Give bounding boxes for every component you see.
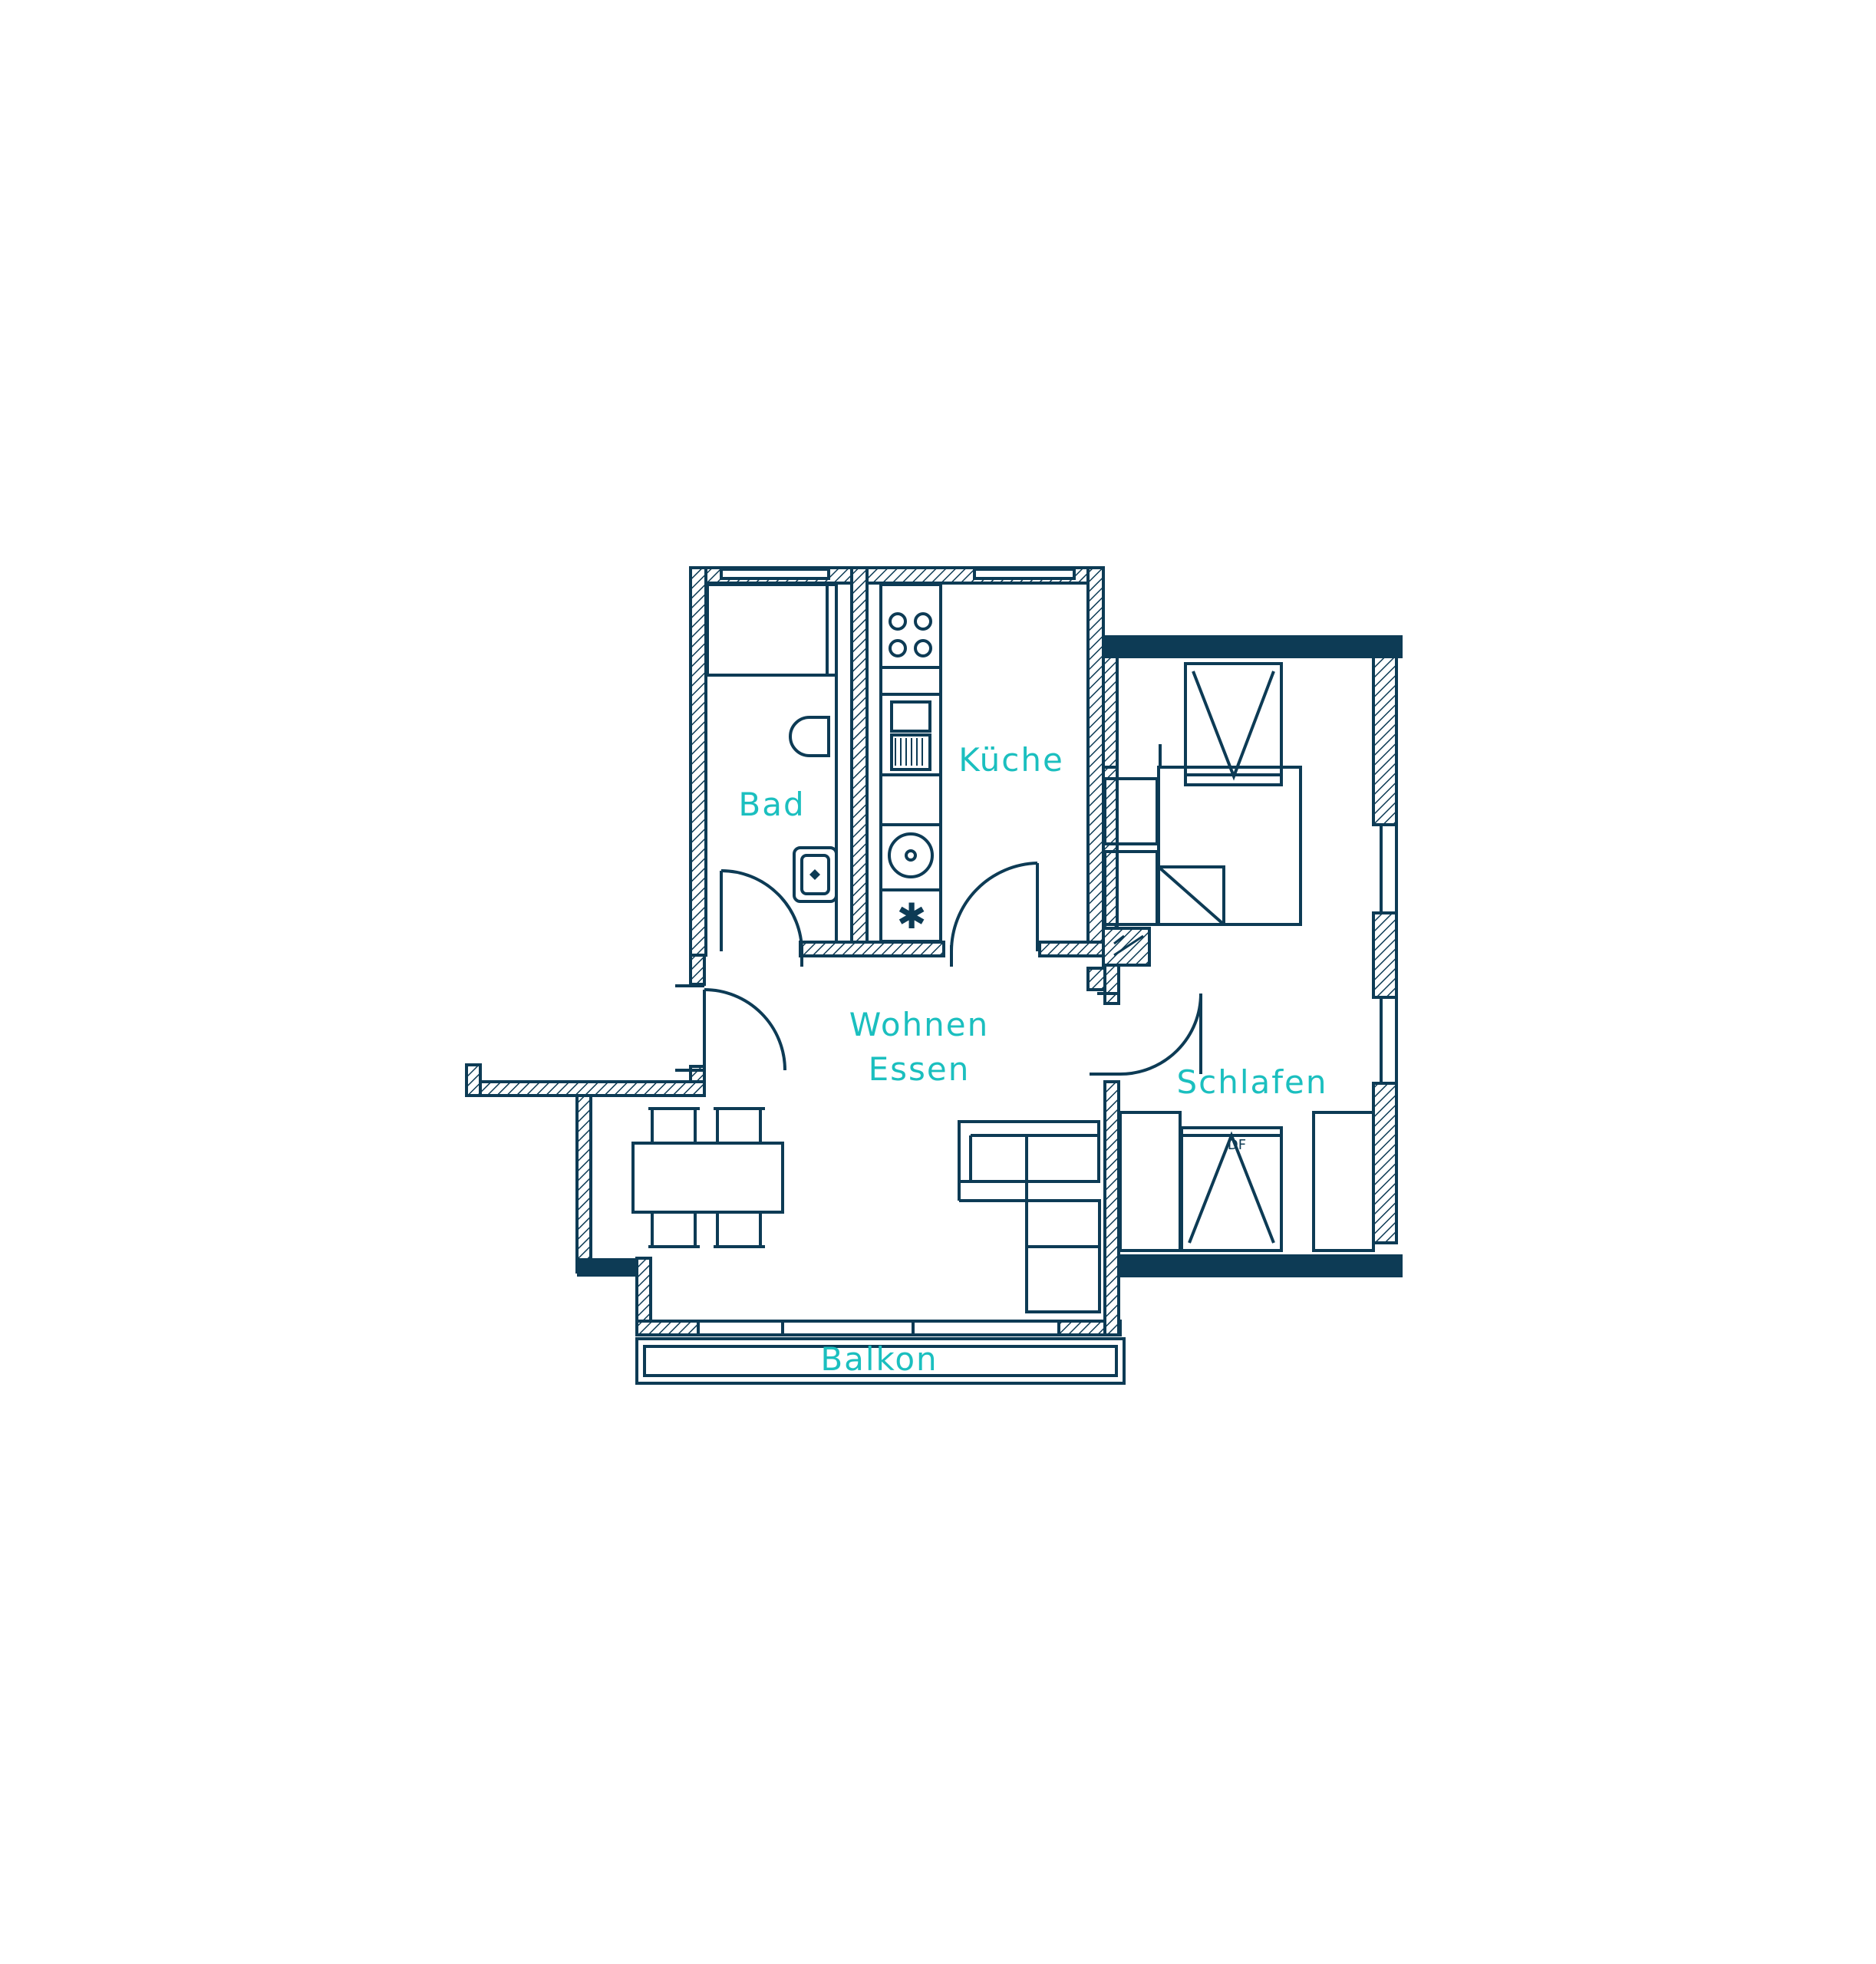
hob-1 (889, 612, 907, 631)
wall-living-step (635, 1257, 652, 1323)
room-labels: Bad Küche Wohnen Essen Schlafen Balkon (738, 741, 1327, 1378)
wall-bad-bottom (799, 941, 945, 957)
sofa-chaise (1025, 1199, 1101, 1313)
label-essen: Essen (869, 1050, 971, 1088)
wall-schlafen-top (1103, 635, 1403, 658)
shower (706, 583, 838, 677)
wall-schlafen-right-3 (1372, 1082, 1398, 1244)
label-kueche: Küche (958, 741, 1064, 779)
bed (1157, 766, 1302, 926)
schlafen-furniture (1103, 662, 1375, 1252)
sink-kueche (890, 700, 931, 733)
door-bad-swing (720, 869, 803, 952)
skylight-top (1184, 662, 1283, 786)
hob-3 (889, 639, 907, 657)
wall-bad-kueche (850, 566, 869, 945)
wall-dining-bottom (577, 1258, 638, 1277)
wall-living-left-upper (689, 954, 706, 986)
wall-schlafen-bottom (1119, 1254, 1403, 1277)
wall-living-right-lower (1103, 1080, 1120, 1336)
washer (888, 832, 934, 878)
sink-bad-tap (809, 869, 820, 880)
walls (465, 566, 1398, 1336)
wall-corridor (465, 1080, 706, 1097)
wardrobe-2 (1312, 1111, 1375, 1252)
door-entry-swing (704, 988, 786, 1071)
nightstand-2 (1103, 850, 1159, 926)
shaft-detail (1113, 934, 1144, 957)
chair-2 (716, 1107, 762, 1145)
door-schlafen-swing (1119, 993, 1202, 1076)
dining-table (631, 1142, 784, 1214)
doors (675, 862, 1202, 1076)
label-wohnen: Wohnen (849, 1006, 989, 1043)
wall-shaft-small (1086, 967, 1106, 991)
hob-2 (914, 612, 932, 631)
label-df: DF (1228, 1137, 1246, 1153)
chair-3 (651, 1211, 697, 1248)
label-bad: Bad (738, 786, 805, 823)
asterisk-icon: ✱ (897, 895, 927, 937)
wall-kueche-bottom-right (1038, 941, 1105, 957)
door-kueche-swing (950, 862, 1038, 952)
wall-dining-left (575, 1094, 592, 1274)
counter (879, 583, 942, 943)
balcony-outer (635, 1337, 1126, 1385)
toilet (788, 716, 830, 757)
wall-kueche-right (1086, 566, 1105, 945)
drain-lines (895, 738, 923, 766)
window-bad (720, 568, 830, 580)
bad-fixtures (706, 583, 838, 942)
wall-living-bottom-left (635, 1320, 700, 1336)
wall-schlafen-right-2 (1372, 911, 1398, 999)
wall-bad-left (689, 566, 707, 957)
wall-schlafen-right-1 (1372, 654, 1398, 826)
label-balkon: Balkon (820, 1340, 938, 1378)
sofa (958, 1120, 1101, 1313)
window-schlafen-right-1 (1380, 823, 1398, 914)
balcony-inner (643, 1345, 1118, 1377)
wardrobe-1 (1119, 1111, 1182, 1252)
nightstand-1 (1103, 777, 1159, 845)
label-schlafen: Schlafen (1176, 1063, 1327, 1101)
hob-4 (914, 639, 932, 657)
window-living-bottom (697, 1320, 1060, 1336)
wall-corridor-end (465, 1063, 482, 1097)
kitchen-counter (879, 583, 942, 943)
blanket-fold (1159, 865, 1225, 924)
solid-walls (577, 635, 1403, 1277)
chair-1 (651, 1107, 697, 1145)
dining-furniture (631, 1107, 784, 1248)
windows (697, 568, 1398, 1336)
balcony (635, 1337, 1126, 1385)
window-schlafen-right-2 (1380, 996, 1398, 1085)
chair-4 (716, 1211, 762, 1248)
window-kueche (973, 568, 1076, 580)
sofa-back (958, 1120, 1100, 1183)
